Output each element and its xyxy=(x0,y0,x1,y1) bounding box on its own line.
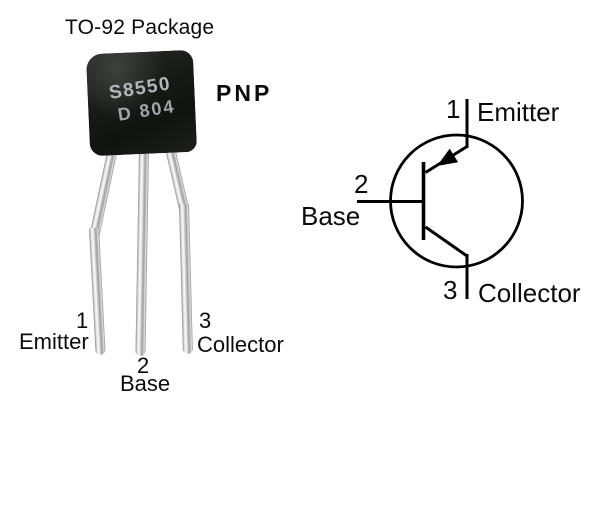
photo-pin3-name: Collector xyxy=(197,332,284,357)
photo-pin2-number: 2 xyxy=(137,353,150,378)
transistor-type-label: PNP xyxy=(216,80,273,106)
photo-pin2-name: Base xyxy=(120,371,171,396)
schematic-pin2-name: Base xyxy=(301,201,361,231)
package-title: TO-92 Package xyxy=(65,16,215,39)
photo-pin3-number: 3 xyxy=(199,308,212,333)
schematic-pin3-name: Collector xyxy=(478,278,581,308)
photo-pin1-name: Emitter xyxy=(19,329,89,354)
schematic-pin1-name: Emitter xyxy=(477,97,560,127)
schematic-pin2-number: 2 xyxy=(354,169,369,199)
schematic-collector-diagonal xyxy=(424,225,468,258)
schematic-pin1-number: 1 xyxy=(446,94,461,124)
schematic-pin3-number: 3 xyxy=(443,275,458,305)
pnp-arrow-icon xyxy=(437,148,459,166)
photo-pin1-number: 1 xyxy=(76,308,89,333)
